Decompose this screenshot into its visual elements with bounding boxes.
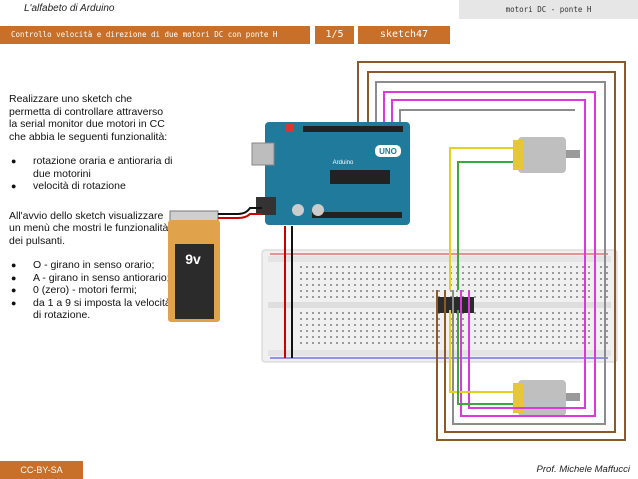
header-topic: motori DC - ponte H [459,0,638,19]
feature-list: rotazione oraria e antioraria di due mot… [9,155,174,193]
menu-item: O - girano in senso orario; [9,259,174,272]
sketch-name: sketch47 [379,29,429,40]
feature-item: velocità di rotazione [9,180,174,193]
page-counter: 1/5 [325,29,344,40]
license-label: CC-BY-SA [20,465,63,475]
header-course: L'alfabeto di Arduino [0,0,450,19]
menu-intro-text: All'avvio dello sketch visualizzare un m… [9,209,169,247]
board-brand-label: Arduino [333,160,354,166]
dc-motor-top [513,137,580,173]
battery-9v: 9v [168,210,220,322]
wiring [284,61,626,441]
battery-label: 9v [185,251,201,267]
lesson-title-bar: Controllo velocità e direzione di due mo… [0,26,310,44]
license-badge: CC-BY-SA [0,461,83,479]
intro-text: Realizzare uno sketch che permetta di co… [9,93,168,143]
dc-motor-bottom [513,380,580,416]
menu-item: 0 (zero) - motori fermi; [9,284,174,297]
course-title: L'alfabeto di Arduino [24,3,115,14]
arduino-board: UNO Arduino [251,122,410,225]
board-model-label: UNO [379,147,397,156]
menu-list: O - girano in senso orario; A - girano i… [9,259,174,322]
feature-item: rotazione oraria e antioraria di due mot… [9,155,174,180]
topic-title: motori DC - ponte H [505,5,592,14]
exercise-description: Realizzare uno sketch che permetta di co… [9,93,174,322]
page-counter-badge: 1/5 [315,26,354,44]
author-label: Prof. Michele Maffucci [536,464,630,475]
menu-item: A - girano in senso antiorario; [9,272,174,285]
h-bridge-chip [438,297,474,313]
sketch-name-badge: sketch47 [358,26,450,44]
lesson-title: Controllo velocità e direzione di due mo… [11,30,278,39]
menu-item: da 1 a 9 si imposta la velocità di rotaz… [9,297,174,322]
